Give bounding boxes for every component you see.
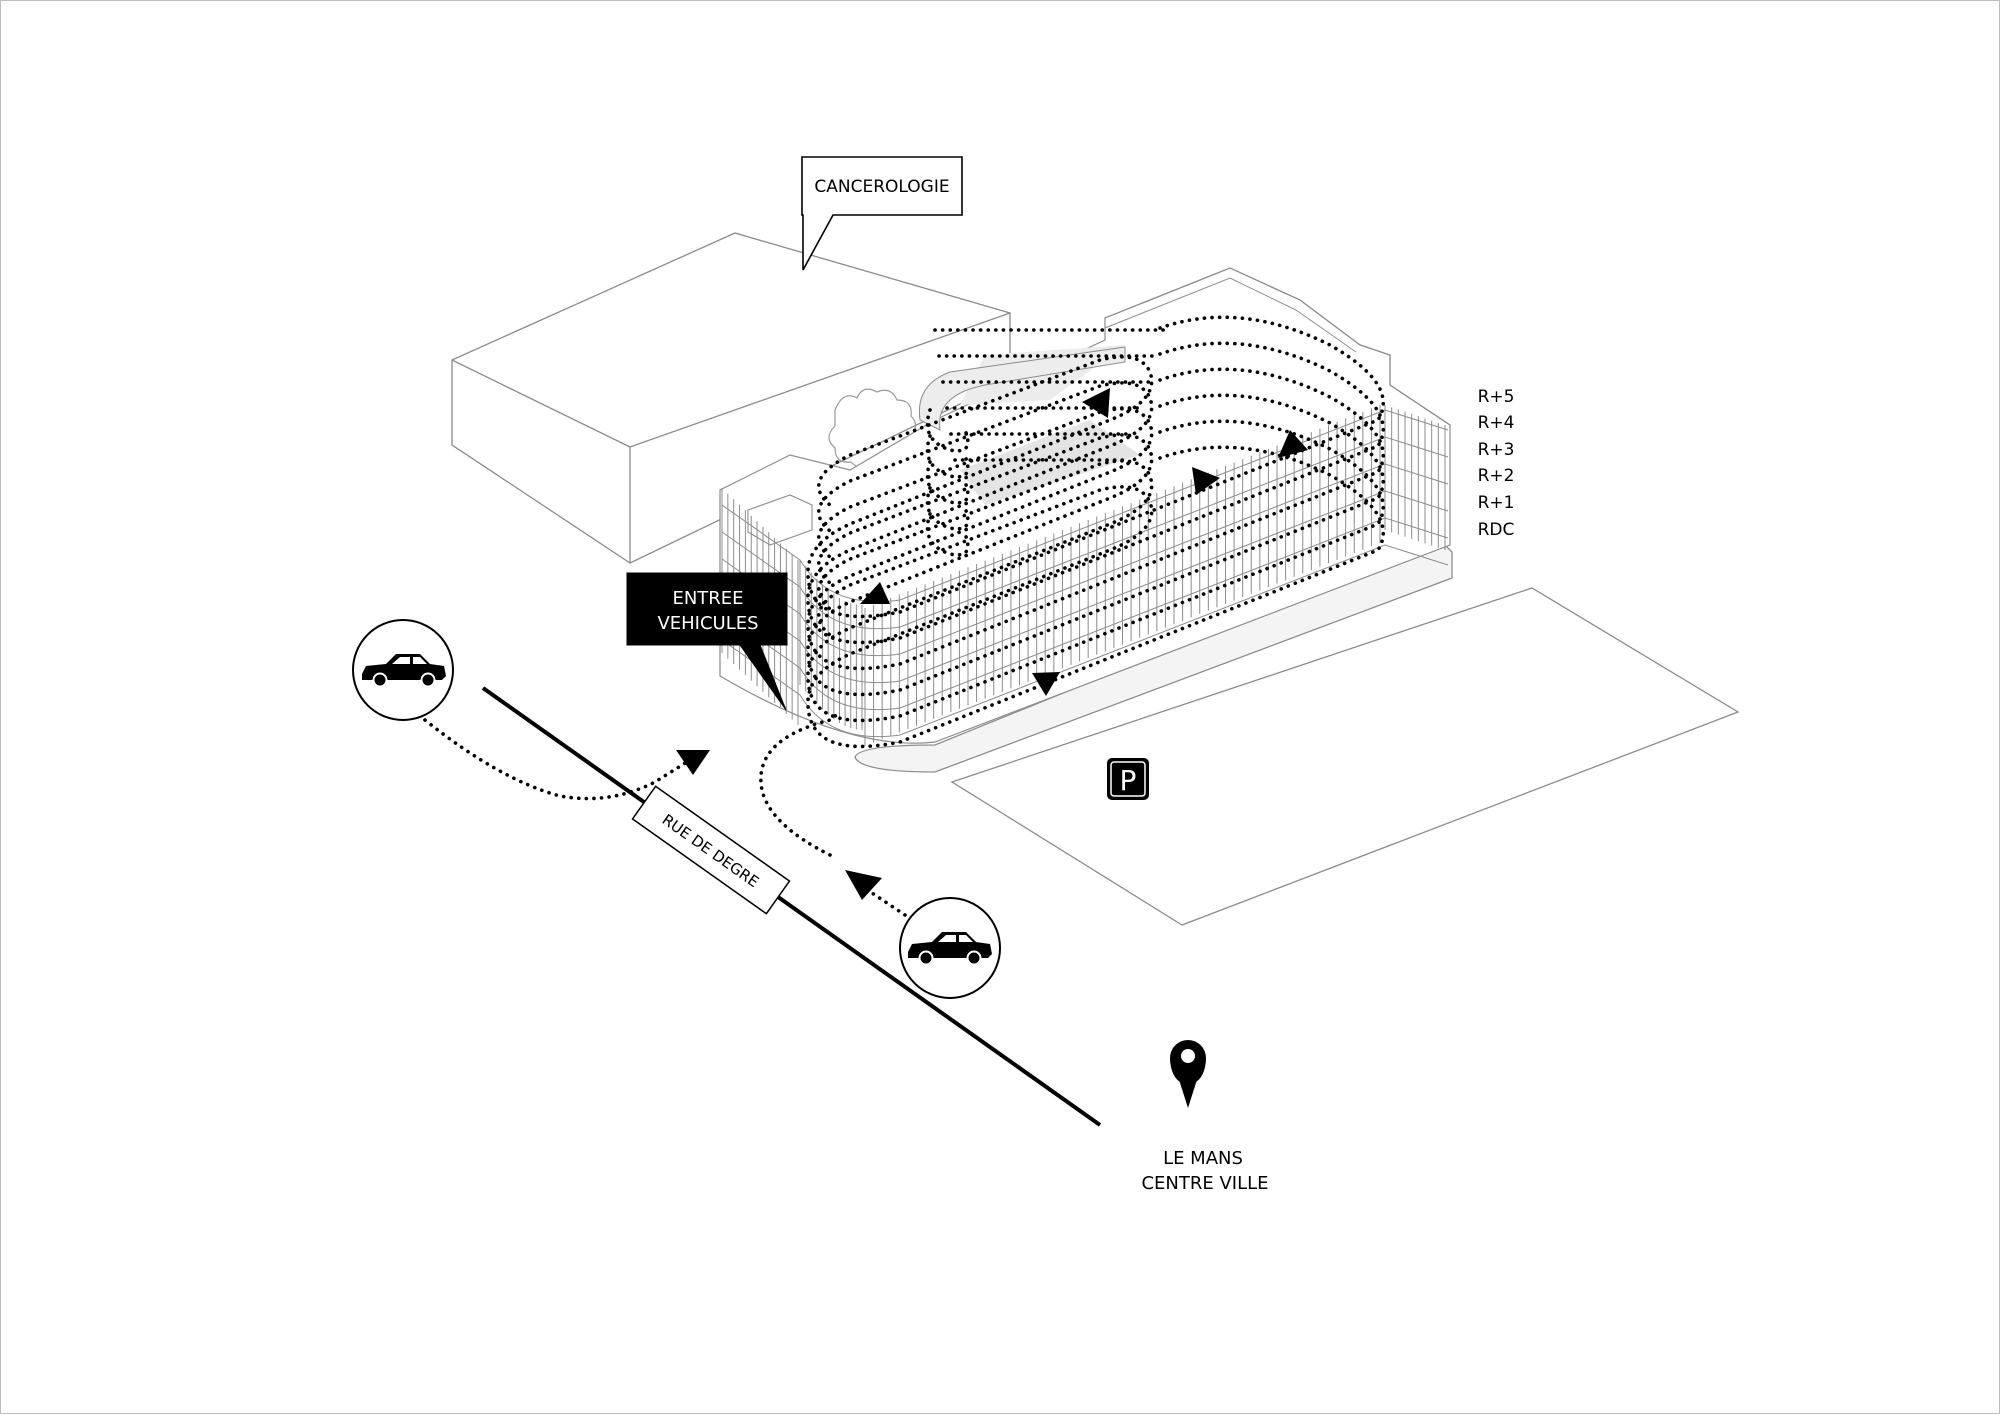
spiral-direction-arrows — [860, 388, 1308, 696]
entree-label-line2: VEHICULES — [657, 613, 758, 634]
vehicle-entrance-callout: ENTREE VEHICULES — [626, 572, 788, 711]
ramp-loop — [925, 460, 970, 505]
circulation-loop — [806, 367, 1385, 671]
circulation-loop — [806, 315, 1385, 619]
floor-slab-line — [721, 517, 1449, 711]
destination-line1: LE MANS — [1163, 1148, 1243, 1169]
car-icon — [908, 932, 992, 966]
level-label-r5: R+5 — [1478, 387, 1515, 407]
ramp-loop — [925, 408, 970, 453]
car-icon-circle-east — [899, 897, 1001, 999]
arrow-head — [1032, 672, 1060, 696]
stair-tower — [747, 494, 813, 546]
circulation-loop — [806, 445, 1385, 749]
parking-sign-letter: P — [1120, 764, 1137, 797]
parking-sign-icon: P — [1107, 758, 1149, 800]
entree-label-line1: ENTREE — [672, 588, 743, 609]
car-icon — [362, 654, 446, 688]
ramp-spiral-wall — [918, 346, 1126, 431]
circulation-loop — [806, 393, 1385, 697]
cancerologie-label: CANCEROLOGIE — [814, 177, 949, 197]
street-label-box: RUE DE DEGRE — [631, 785, 791, 915]
vehicle-circulation-spiral — [806, 315, 1385, 749]
approach-path-west — [423, 718, 692, 801]
arrow-head — [860, 582, 890, 604]
level-label-r3: R+3 — [1478, 440, 1515, 460]
arrow-head — [1192, 467, 1220, 495]
car-icon-circle-west — [352, 619, 454, 721]
level-label-rdc: RDC — [1478, 520, 1515, 540]
arrow-head — [1082, 388, 1110, 418]
floor-slab-line — [721, 490, 1449, 684]
entry-path — [759, 710, 842, 857]
destination-line2: CENTRE VILLE — [1141, 1173, 1268, 1194]
floor-slab-line — [721, 544, 1449, 738]
floor-slab-line — [721, 463, 1449, 657]
roof-parapet-inner — [1104, 277, 1357, 353]
floor-slab-line — [721, 436, 1449, 630]
ramp-loop — [925, 486, 970, 531]
ramp-face — [960, 420, 1140, 505]
roof-parapet — [1104, 267, 1451, 426]
level-label-r4: R+4 — [1478, 413, 1515, 433]
ramp-loop — [925, 512, 970, 557]
arrow-head — [676, 750, 710, 775]
floor-slab-line — [721, 409, 1449, 603]
floor-slab-lines — [721, 409, 1449, 738]
circulation-loop — [806, 341, 1385, 645]
arrow-head — [1278, 430, 1308, 458]
surface-parking-lot — [950, 587, 1740, 926]
level-label-r2: R+2 — [1478, 466, 1515, 486]
arrow-head — [845, 870, 882, 900]
level-label-r1: R+1 — [1478, 493, 1515, 513]
circulation-loop — [806, 419, 1385, 723]
parking-structure — [719, 267, 1453, 773]
street-line — [481, 686, 1102, 1127]
map-pin-icon — [1170, 1040, 1206, 1108]
approach-arrows — [676, 750, 882, 900]
cancerologie-callout: CANCEROLOGIE — [801, 156, 963, 271]
ramp-loop — [925, 434, 970, 479]
level-labels: R+5 R+4 R+3 R+2 R+1 RDC — [1478, 387, 1515, 540]
